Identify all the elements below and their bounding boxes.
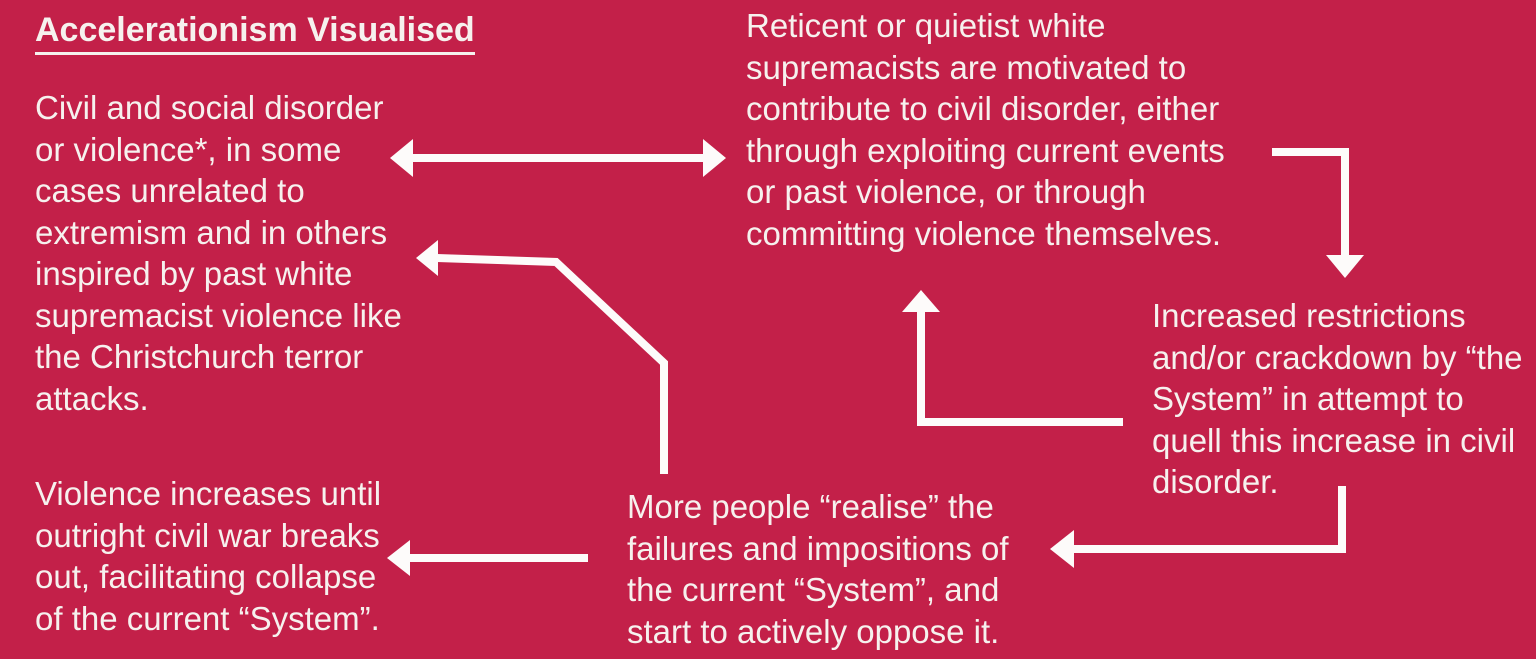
text-block-civil-disorder: Civil and social disorder or violence*, … — [35, 89, 402, 417]
text-block-increased-restrictions: Increased restrictions and/or crackdown … — [1152, 297, 1523, 500]
page-title: Accelerationism Visualised — [35, 10, 475, 55]
page-title-text: Accelerationism Visualised — [35, 10, 475, 55]
left-elbow-arrow-icon — [1050, 486, 1346, 568]
text-block-reticent-supremacists: Reticent or quietist white supremacists … — [746, 7, 1225, 252]
down-elbow-arrow-icon — [1272, 148, 1364, 278]
text-block-more-people-realise: More people “realise” the failures and i… — [627, 488, 1009, 650]
left-arrow-icon — [387, 540, 588, 576]
text-block-violence-increases: Violence increases until outright civil … — [35, 475, 382, 637]
double-arrow-icon — [390, 139, 726, 177]
up-elbow-arrow-icon — [902, 290, 1123, 426]
diagonal-elbow-arrow-icon — [416, 240, 668, 474]
